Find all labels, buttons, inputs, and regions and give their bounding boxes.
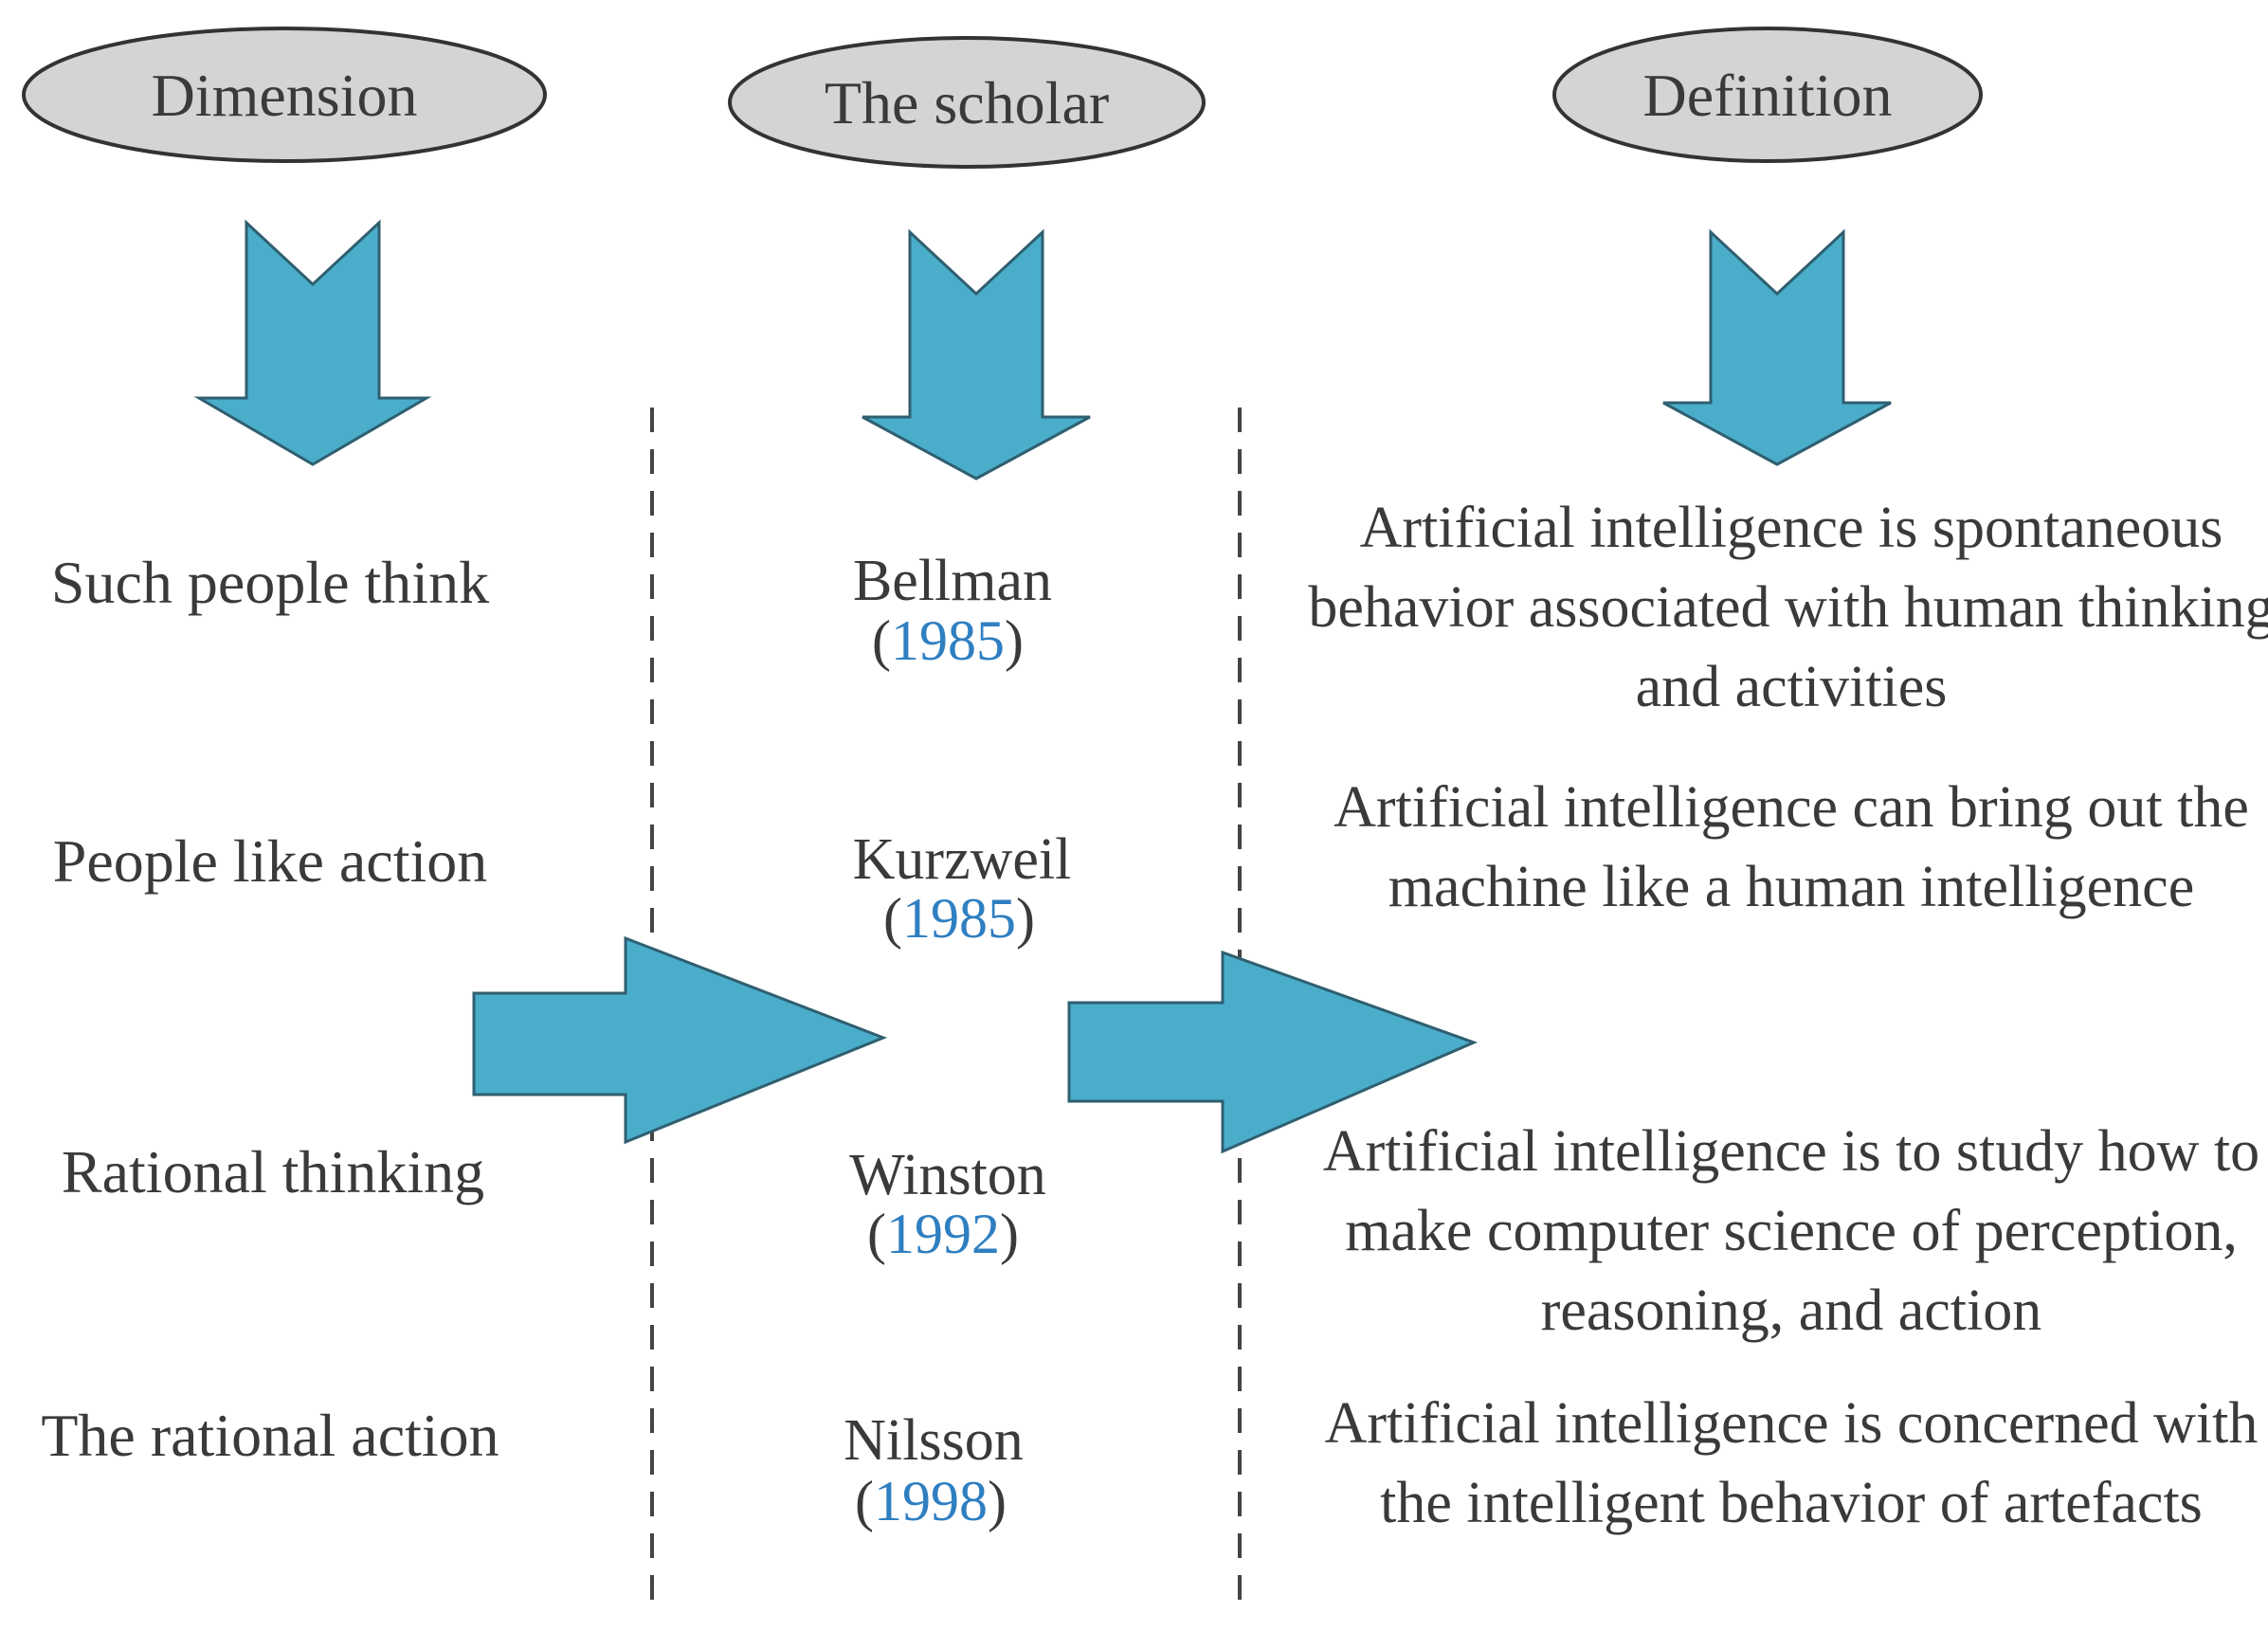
definition-4: Artificial intelligence is concerned wit… bbox=[1324, 1391, 2259, 1535]
scholar-header-ellipse bbox=[728, 36, 1206, 169]
scholar-to-definition-arrow bbox=[1067, 950, 1479, 1154]
scholar-header: The scholar bbox=[824, 69, 1110, 136]
dimension-rational-thinking: Rational thinking bbox=[61, 1138, 485, 1205]
definition-2: Artificial intelligence can bring out th… bbox=[1334, 775, 2249, 919]
scholar-year-winston: (1992) bbox=[867, 1203, 1019, 1265]
dimension-to-scholar-arrow bbox=[472, 935, 888, 1145]
definition-3: Artificial intelligence is to study how … bbox=[1322, 1119, 2260, 1343]
dimension-the-rational-action: The rational action bbox=[41, 1402, 499, 1469]
scholar-name-bellman: Bellman bbox=[852, 549, 1053, 613]
citation-year-link[interactable]: 1985 bbox=[891, 609, 1005, 672]
definition-1: Artificial intelligence is spontaneous b… bbox=[1308, 496, 2268, 719]
definition-header: Definition bbox=[1642, 62, 1893, 129]
scholar-year-nilsson: (1998) bbox=[855, 1470, 1007, 1532]
scholar-year-kurzweil: (1985) bbox=[883, 887, 1035, 950]
dimension-people-like-action: People like action bbox=[52, 827, 488, 895]
dimension-such-people-think: Such people think bbox=[50, 549, 490, 616]
scholar-name-winston: Winston bbox=[849, 1143, 1046, 1207]
scholar-down-arrow bbox=[862, 228, 1091, 480]
definition-down-arrow bbox=[1662, 228, 1892, 466]
scholar-name-kurzweil: Kurzweil bbox=[852, 827, 1072, 892]
citation-year-link[interactable]: 1998 bbox=[874, 1470, 988, 1532]
scholar-year-bellman: (1985) bbox=[872, 609, 1024, 672]
dimension-down-arrow bbox=[193, 219, 432, 466]
scholar-name-nilsson: Nilsson bbox=[844, 1408, 1024, 1473]
citation-year-link[interactable]: 1992 bbox=[886, 1203, 1000, 1265]
dimension-header-ellipse bbox=[22, 27, 547, 163]
citation-year-link[interactable]: 1985 bbox=[902, 887, 1016, 950]
definition-header-ellipse bbox=[1552, 27, 1983, 163]
dimension-header: Dimension bbox=[151, 62, 418, 129]
